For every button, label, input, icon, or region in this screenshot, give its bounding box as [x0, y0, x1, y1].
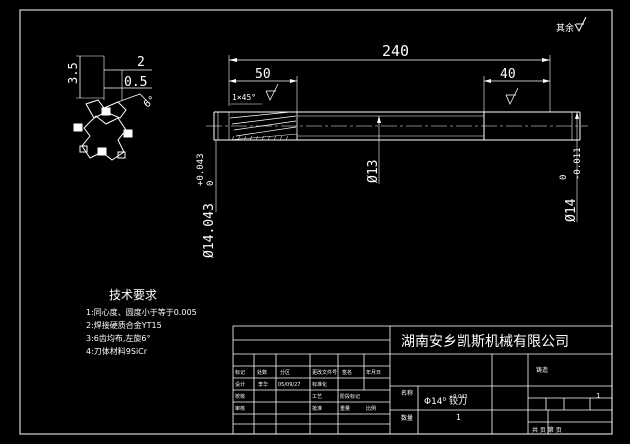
title-block	[232, 325, 613, 435]
cell-review: 审核	[235, 405, 245, 412]
standard-label: 铸造	[536, 366, 548, 374]
dim-dia-cutting-tol-lower: 0	[206, 181, 216, 186]
cell-design-date: 05/09/27	[278, 382, 300, 388]
cell-standardization: 标准化	[312, 381, 327, 388]
dim-dia-end: Ø14	[564, 198, 579, 222]
sheet-label: 共 页 第 页	[532, 426, 562, 434]
dim-dia-end-tol-lower: -0.011	[573, 147, 583, 180]
part-name: Φ14⁰ 铰刀	[424, 395, 467, 407]
cell-date: 年月日	[366, 369, 381, 376]
technical-requirements: 技术要求 1:同心度、圆度小于等于0.005 2:焊接硬质合金YT15 3:6齿…	[86, 288, 197, 356]
cell-count: 处数	[257, 369, 267, 376]
dim-tooth-w1: 2	[137, 55, 145, 70]
note-item: 4:刀体材料9SiCr	[86, 346, 148, 356]
quantity-value: 1	[456, 413, 461, 422]
note-item: 3:6齿均布,左旋6°	[86, 333, 151, 343]
scale-label: 名称	[401, 389, 413, 397]
title-block-text: 湖南安乡凯斯机械有限公司 名称 Φ14⁰ 铰刀 +0.043 数量 1 铸造 1…	[235, 334, 600, 434]
note-item: 1:同心度、圆度小于等于0.005	[86, 307, 197, 317]
note-item: 2:焊接硬质合金YT15	[86, 320, 162, 330]
svg-text:其余: 其余	[556, 22, 574, 34]
dim-chamfer: 1×45°	[232, 93, 256, 102]
tooth-section-view: 3.5 2 0.5 6°	[66, 55, 158, 161]
dim-dia-cutting-tol-upper: +0.043	[196, 153, 206, 186]
notes-heading: 技术要求	[109, 288, 157, 302]
sheet-count: 1	[596, 392, 600, 400]
reamer-main-view: 240 50 40 1×45°	[196, 42, 588, 258]
quantity-label: 数量	[401, 414, 413, 422]
cell-mark: 标记	[235, 369, 245, 376]
dim-dia-cutting: Ø14.043	[202, 203, 217, 258]
dim-flute-length: 50	[255, 67, 271, 82]
cell-designer: 李华	[258, 381, 268, 388]
dim-tooth-w2: 0.5	[124, 75, 147, 90]
cell-zone: 分区	[280, 369, 290, 376]
cell-approve: 批准	[312, 405, 322, 412]
cell-weight: 重量	[340, 405, 350, 412]
dim-overall-length: 240	[382, 42, 409, 60]
cell-change-doc: 更改文件号	[312, 369, 337, 376]
dim-tooth-height: 3.5	[66, 62, 80, 84]
cell-stage: 阶段标记	[340, 393, 360, 400]
cell-check: 校核	[235, 393, 245, 400]
cell-design: 设计	[235, 381, 245, 388]
dim-shank-length: 40	[500, 67, 516, 82]
cell-scale: 比例	[366, 405, 376, 412]
dim-dia-end-tol-upper: 0	[559, 175, 569, 180]
roughness-note: 其余	[556, 16, 587, 34]
cell-sign: 签名	[342, 369, 352, 376]
cell-process: 工艺	[312, 394, 322, 400]
dim-tooth-angle: 6°	[142, 94, 158, 110]
part-name-tol: +0.043	[449, 394, 468, 400]
company-name: 湖南安乡凯斯机械有限公司	[401, 334, 569, 350]
dim-dia-shank: Ø13	[366, 160, 381, 183]
